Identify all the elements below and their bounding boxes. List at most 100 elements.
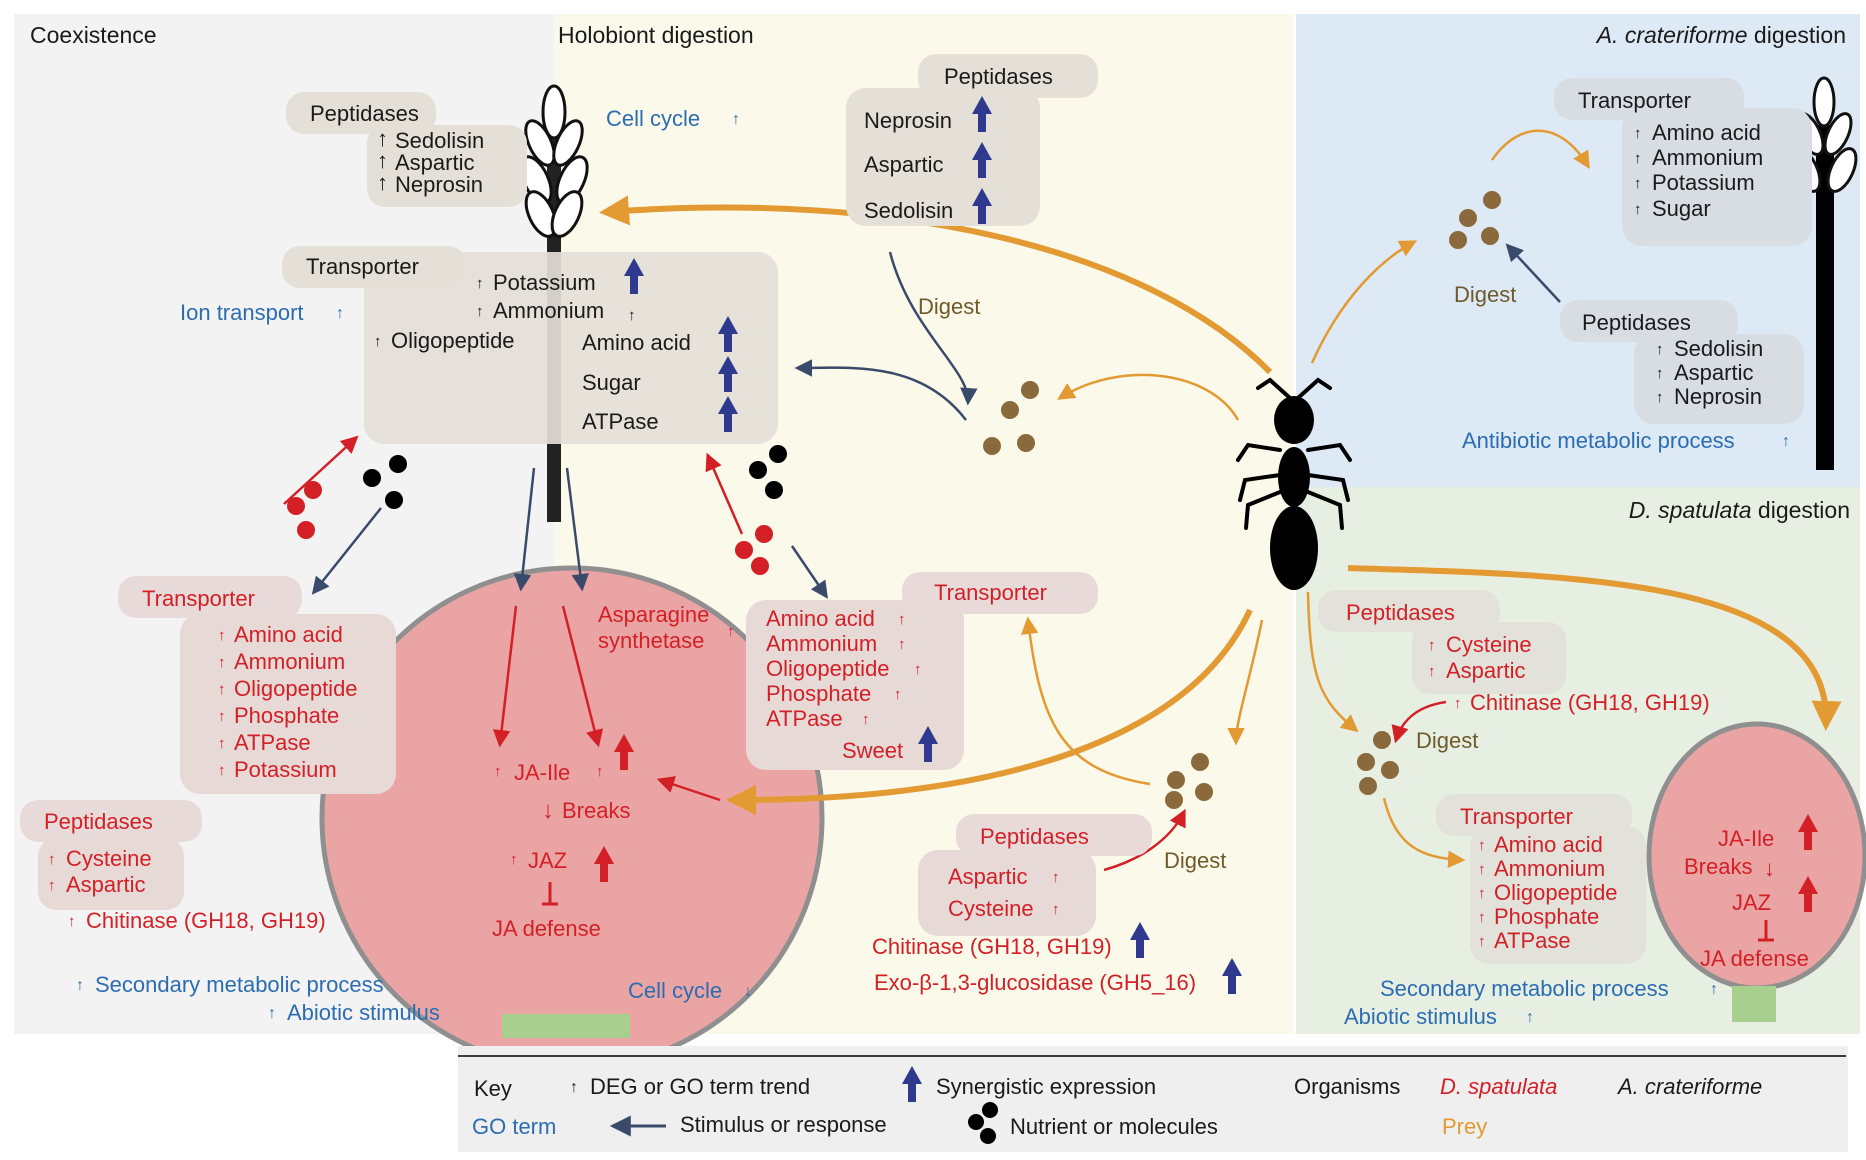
dspat-panel-breaks: Breaks xyxy=(1684,854,1752,879)
digest-label: Digest xyxy=(1454,282,1516,307)
response-arrow xyxy=(705,452,744,535)
go-dspat-abiotic: Abiotic stimulus xyxy=(1344,1004,1497,1029)
prey-arrow xyxy=(1306,591,1359,733)
dspat-exo-glucosidase: Exo-β-1,3-glucosidase (GH5_16) xyxy=(874,970,1196,995)
dspat-peptidase-b-aspartic: Aspartic xyxy=(948,864,1027,889)
ja-ile-label: JA-Ile xyxy=(514,760,570,785)
dspat-panel-ja-defense: JA defense xyxy=(1700,946,1809,971)
stimulus-arrow xyxy=(794,359,967,421)
dspat-chitinase-bottom: Chitinase (GH18, GH19) xyxy=(872,934,1112,959)
trend-up-icon: ↑ xyxy=(218,762,226,779)
stimulus-arrow xyxy=(1505,243,1561,303)
dspat-chitinase-left: Chitinase (GH18, GH19) xyxy=(86,908,326,933)
dspat-transporter-r-atpase: ATPase xyxy=(766,706,843,731)
dspat-panel-ammonium: Ammonium xyxy=(1494,856,1605,881)
response-arrow xyxy=(656,776,721,802)
acrat-panel-potassium: Potassium xyxy=(1652,170,1755,195)
trend-up-icon: ↑ xyxy=(1634,201,1642,218)
prey-arrow xyxy=(1382,797,1466,869)
dspat-panel-transporter-title-bg xyxy=(1436,794,1632,836)
stimulus-arrow xyxy=(790,545,828,599)
trend-up-icon: ↑ xyxy=(1634,175,1642,192)
trend-up-icon: ↑ xyxy=(1052,869,1060,886)
nutrient-icon xyxy=(749,445,787,499)
acrat-panel-transporter-title: Transporter xyxy=(1578,88,1691,113)
dspat-panel-amino-acid: Amino acid xyxy=(1494,832,1603,857)
dspat-transporter-ammonium: Ammonium xyxy=(234,649,345,674)
dspat-panel-peptidases-title-bg xyxy=(1318,590,1500,632)
nutrient-icon xyxy=(1165,753,1213,809)
acrat-panel-amino-acid: Amino acid xyxy=(1652,120,1761,145)
breaks-label: Breaks xyxy=(562,798,630,823)
trend-up-icon: ↑ xyxy=(48,851,56,868)
dspat-transporter-r-ammonium: Ammonium xyxy=(766,631,877,656)
pitcher-stalk-right xyxy=(1732,986,1776,1022)
key-go-term: GO term xyxy=(472,1114,556,1139)
trend-up-icon: ↑ xyxy=(218,681,226,698)
dspat-peptidase-cysteine: Cysteine xyxy=(66,846,152,871)
acrat-panel-sedolisin: Sedolisin xyxy=(1674,336,1763,361)
trend-up-icon: ↑ xyxy=(914,661,922,678)
trend-up-icon: ↑ xyxy=(76,977,84,994)
trend-up-icon: ↑ xyxy=(48,877,56,894)
trend-up-icon: ↑ xyxy=(510,851,518,868)
trend-up-icon: ↑ xyxy=(1656,341,1664,358)
prey-peptidase-sedolisin: Sedolisin xyxy=(864,198,953,223)
acrat-peptidases-title: Peptidases xyxy=(310,101,419,126)
stimulus-arrow xyxy=(888,251,978,406)
inhibit-icon xyxy=(1758,920,1774,942)
trend-up-icon: ↑ xyxy=(476,275,484,292)
trend-down-icon: ↓ xyxy=(542,797,554,824)
dspat-panel-transporter-bg xyxy=(1470,826,1646,964)
prey-arrow-to-fern xyxy=(599,195,1273,375)
trend-up-icon: ↑ xyxy=(377,126,388,151)
trend-down-icon: ↓ xyxy=(1764,856,1775,881)
ant-icon xyxy=(1236,377,1352,590)
prey-peptidase-aspartic: Aspartic xyxy=(864,152,943,177)
trend-up-icon: ↑ xyxy=(374,333,382,350)
go-secondary-metabolic: Secondary metabolic process xyxy=(95,972,384,997)
jaz-label: JAZ xyxy=(528,848,567,873)
go-antibiotic: Antibiotic metabolic process xyxy=(1462,428,1735,453)
digest-label: Digest xyxy=(918,294,980,319)
nutrient-icon xyxy=(983,381,1039,455)
nutrient-icon xyxy=(735,525,773,575)
dspat-transporter-r-oligopeptide: Oligopeptide xyxy=(766,656,890,681)
acrat-panel-ammonium: Ammonium xyxy=(1652,145,1763,170)
inhibit-icon xyxy=(542,882,558,906)
acrat-peptidase-neprosin: Neprosin xyxy=(395,172,483,197)
holobiont-title: Holobiont digestion xyxy=(558,22,754,48)
digest-label: Digest xyxy=(1416,728,1478,753)
key-organisms: Organisms xyxy=(1294,1074,1400,1099)
trend-up-icon: ↑ xyxy=(1634,125,1642,142)
response-arrow xyxy=(1391,700,1447,744)
dspatulata-title: D. spatulata digestion xyxy=(1629,497,1850,523)
prey-arrow-to-pitcher xyxy=(726,608,1253,815)
dspat-panel-oligopeptide: Oligopeptide xyxy=(1494,880,1618,905)
key-deg: DEG or GO term trend xyxy=(590,1074,810,1099)
dspat-peptidase-aspartic: Aspartic xyxy=(66,872,145,897)
key-box xyxy=(458,1046,1848,1152)
response-arrow xyxy=(1103,808,1186,872)
dspat-panel-peptidases-title: Peptidases xyxy=(1346,600,1455,625)
dspat-transporter-r-sweet: Sweet xyxy=(842,738,903,763)
dspat-panel-chitinase: Chitinase (GH18, GH19) xyxy=(1470,690,1710,715)
asparagine-line1: Asparagine xyxy=(598,602,709,627)
key-a-crateriforme: A. crateriforme xyxy=(1616,1074,1762,1099)
acrat-panel-peptidases-bg xyxy=(1634,334,1804,424)
coexistence-title: Coexistence xyxy=(30,22,157,48)
trend-up-icon: ↑ xyxy=(628,307,636,324)
dspat-panel-phosphate: Phosphate xyxy=(1494,904,1599,929)
acrat-panel-peptidases-title: Peptidases xyxy=(1582,310,1691,335)
nutrient-icon xyxy=(287,481,322,539)
key-d-spatulata: D. spatulata xyxy=(1440,1074,1557,1099)
acrat-transporter-ammonium: Ammonium xyxy=(493,298,604,323)
trend-up-icon: ↑ xyxy=(218,627,226,644)
trend-up-icon: ↑ xyxy=(727,623,735,640)
trend-up-icon: ↑ xyxy=(218,708,226,725)
trend-up-icon: ↑ xyxy=(377,170,388,195)
digest-label: Digest xyxy=(1164,848,1226,873)
dspat-peptidase-b-cysteine: Cysteine xyxy=(948,896,1034,921)
trend-down-icon: ↓ xyxy=(744,983,752,1000)
prey-peptidases-bg xyxy=(846,88,1040,226)
